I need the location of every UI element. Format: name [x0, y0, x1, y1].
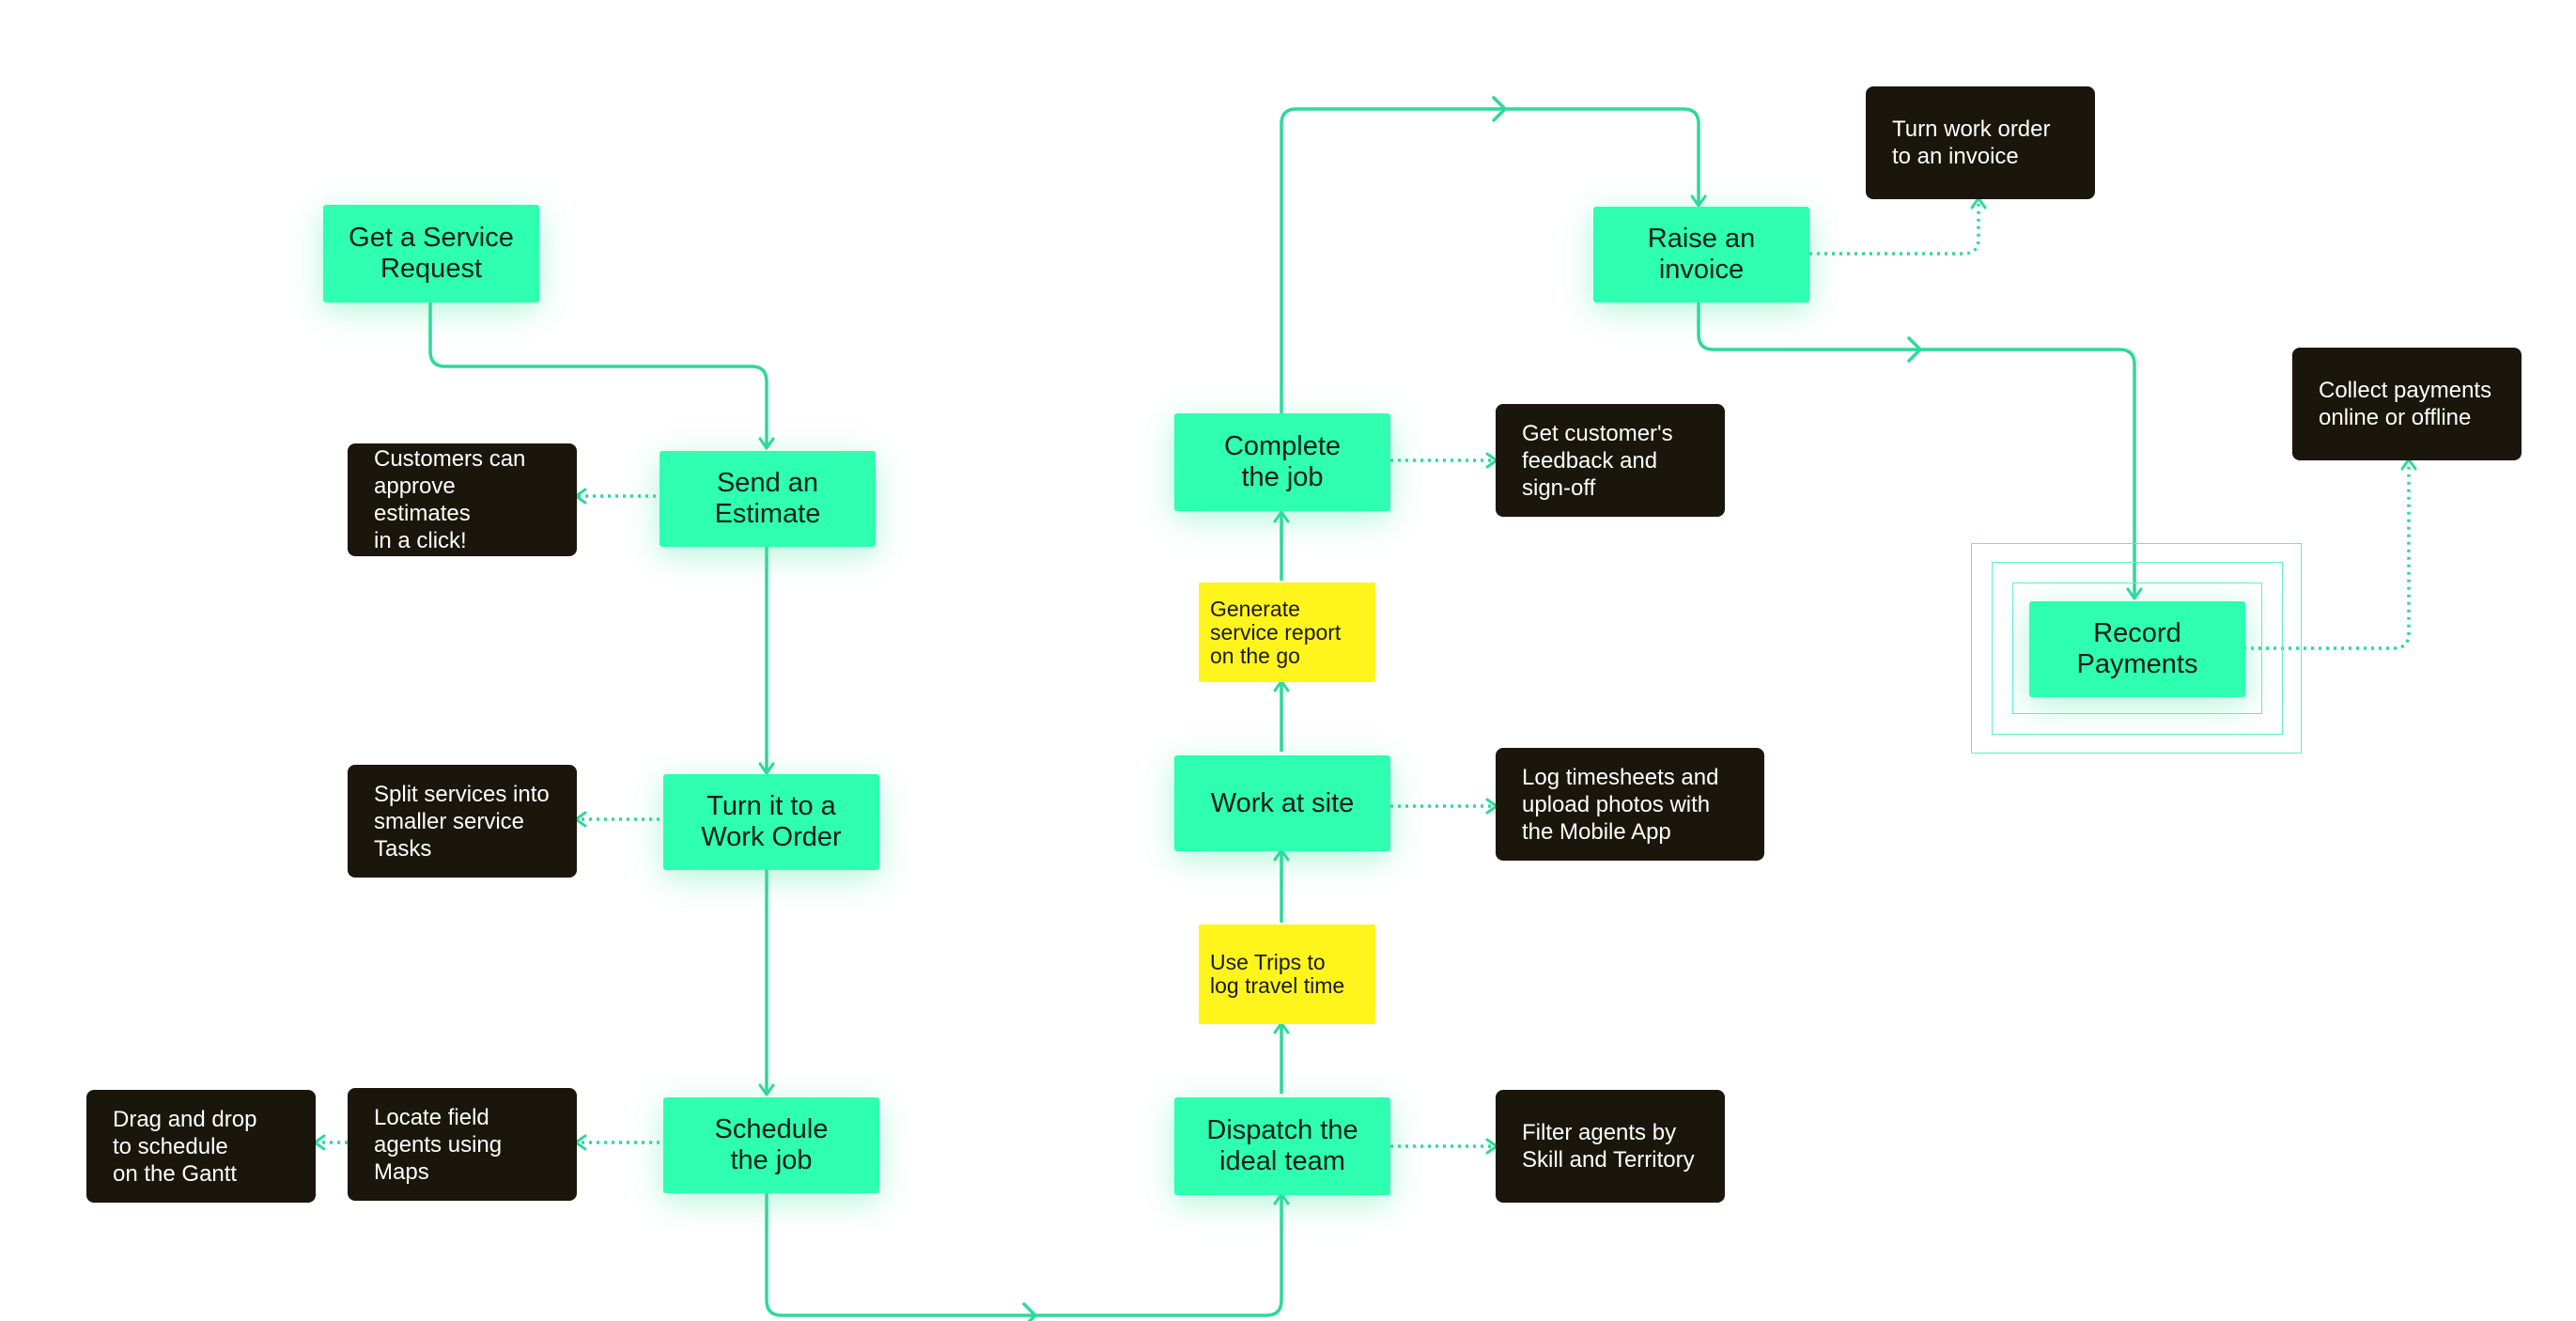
note-approve-estimates: Customers can approve estimates in a cli…	[348, 443, 577, 556]
payments-frame-outer	[1971, 543, 2302, 754]
note-filter-agents: Filter agents by Skill and Territory	[1496, 1090, 1725, 1203]
tip-use-trips: Use Trips to log travel time	[1199, 925, 1375, 1024]
flow-direction-chevron	[1022, 1302, 1037, 1321]
note-split-services: Split services into smaller service Task…	[348, 765, 577, 878]
note-drag-drop-gantt: Drag and drop to schedule on the Gantt	[86, 1090, 316, 1203]
link-invoice-to-turn-invoice	[1809, 196, 1987, 256]
step-work-at-site[interactable]: Work at site	[1174, 755, 1390, 851]
flow-complete-to-invoice	[1280, 107, 1707, 413]
step-complete-job[interactable]: Complete the job	[1174, 413, 1390, 511]
flow-schedule-to-dispatch	[765, 1192, 1290, 1317]
note-collect-payments: Collect payments online or offline	[2292, 348, 2522, 460]
step-raise-invoice[interactable]: Raise an invoice	[1593, 207, 1809, 303]
payments-frame-inner	[2012, 583, 2262, 714]
note-turn-work-order-invoice: Turn work order to an invoice	[1866, 86, 2095, 199]
step-get-service-request[interactable]: Get a Service Request	[323, 205, 539, 303]
flow-direction-chevron-top	[1492, 96, 1507, 122]
step-dispatch-team[interactable]: Dispatch the ideal team	[1174, 1097, 1390, 1195]
note-log-timesheets: Log timesheets and upload photos with th…	[1496, 748, 1764, 861]
flow-invoice-to-payments	[1697, 303, 2143, 600]
link-payments-to-collect	[2243, 458, 2417, 650]
note-locate-agents: Locate field agents using Maps	[348, 1088, 577, 1201]
flow-direction-chevron-right	[1907, 336, 1922, 363]
step-send-estimate[interactable]: Send an Estimate	[660, 451, 876, 547]
step-schedule-job[interactable]: Schedule the job	[663, 1097, 879, 1193]
step-work-order[interactable]: Turn it to a Work Order	[663, 774, 879, 870]
step-record-payments[interactable]: Record Payments	[2029, 601, 2245, 697]
flow-request-to-estimate	[428, 303, 775, 450]
payments-frame-middle	[1992, 562, 2283, 735]
tip-generate-report: Generate service report on the go	[1199, 583, 1375, 682]
note-customer-feedback: Get customer's feedback and sign-off	[1496, 404, 1725, 517]
